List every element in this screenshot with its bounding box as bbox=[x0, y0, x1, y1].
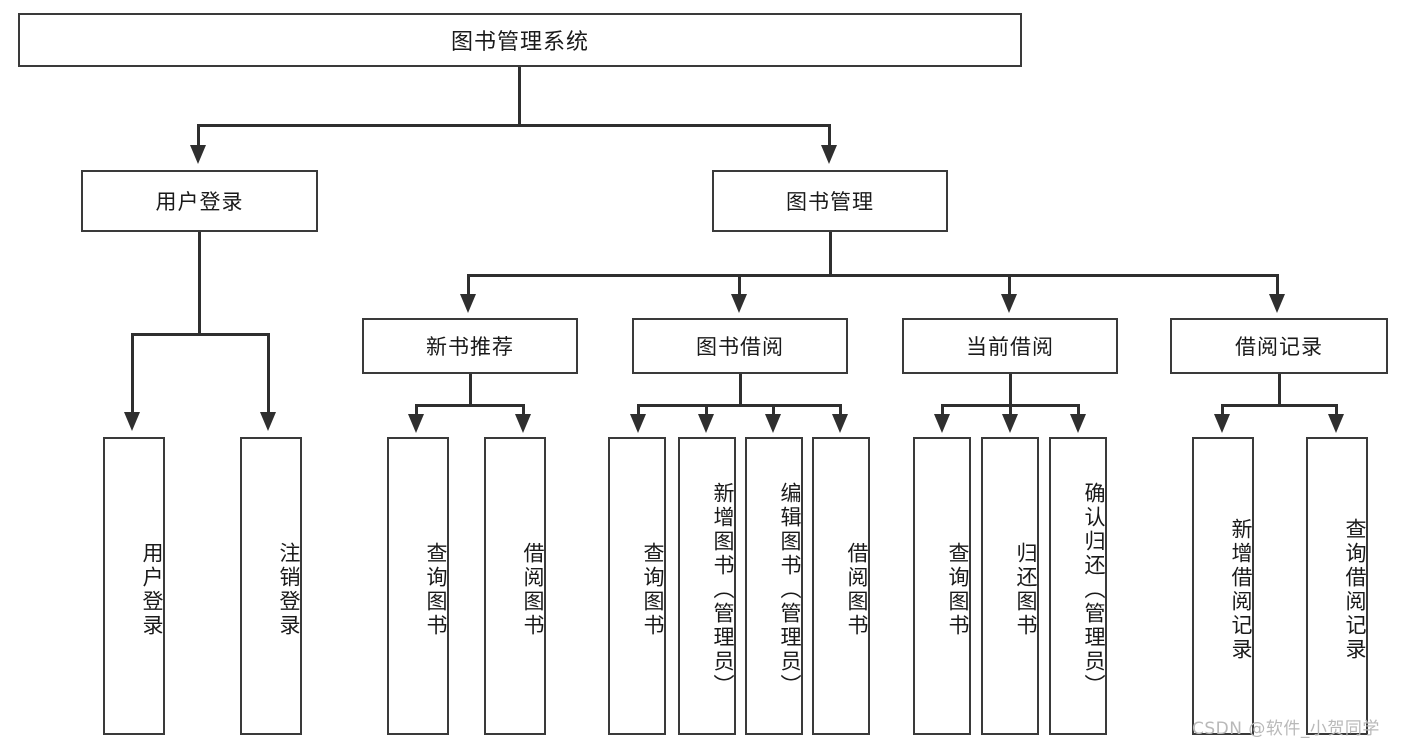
node-new-book-recommend[interactable]: 新书推荐 bbox=[362, 318, 578, 374]
leaf-query-book-2[interactable]: 查询图书 bbox=[608, 437, 666, 735]
node-borrow-record[interactable]: 借阅记录 bbox=[1170, 318, 1388, 374]
edge-cb-branch-1 bbox=[941, 404, 944, 416]
arrow-to-leaf-query-book-3 bbox=[934, 414, 950, 433]
edge-book-management-stem bbox=[829, 232, 832, 274]
node-current-borrow[interactable]: 当前借阅 bbox=[902, 318, 1118, 374]
edge-br-branch-2 bbox=[1335, 404, 1338, 416]
edge-br-stem bbox=[1278, 374, 1281, 404]
edge-bb-branch-1 bbox=[637, 404, 640, 416]
node-user-login[interactable]: 用户登录 bbox=[81, 170, 318, 232]
leaf-edit-book[interactable]: 编辑图书（管理员） bbox=[745, 437, 803, 735]
edge-user-login-branch-2 bbox=[267, 333, 270, 414]
arrow-to-leaf-add-book bbox=[698, 414, 714, 433]
edge-book-management-bus bbox=[467, 274, 1279, 277]
arrow-to-leaf-logout bbox=[260, 412, 276, 431]
node-label: 确认归还（管理员） bbox=[1082, 482, 1106, 698]
arrow-to-leaf-user-login bbox=[124, 412, 140, 431]
edge-user-login-stem bbox=[198, 232, 201, 333]
edge-cb-branch-2 bbox=[1009, 404, 1012, 416]
leaf-query-record[interactable]: 查询借阅记录 bbox=[1306, 437, 1368, 735]
edge-root-to-user-login bbox=[197, 124, 200, 147]
edge-bb-branch-2 bbox=[705, 404, 708, 416]
node-label: 新增借阅记录 bbox=[1229, 518, 1253, 662]
edge-nbr-branch-2 bbox=[522, 404, 525, 416]
leaf-return-book[interactable]: 归还图书 bbox=[981, 437, 1039, 735]
node-label: 查询图书 bbox=[946, 542, 970, 638]
edge-bm-branch-3 bbox=[1008, 274, 1011, 296]
node-label: 借阅记录 bbox=[1235, 335, 1323, 359]
edge-br-branch-1 bbox=[1221, 404, 1224, 416]
edge-user-login-bus bbox=[131, 333, 270, 336]
edge-bm-branch-2 bbox=[738, 274, 741, 296]
edge-cb-stem bbox=[1009, 374, 1012, 404]
csdn-watermark: CSDN @软件_小贺同学 bbox=[1192, 719, 1380, 739]
node-label: 借阅图书 bbox=[845, 542, 869, 638]
node-book-management[interactable]: 图书管理 bbox=[712, 170, 948, 232]
edge-bb-stem bbox=[739, 374, 742, 404]
edge-nbr-stem bbox=[469, 374, 472, 404]
leaf-add-record[interactable]: 新增借阅记录 bbox=[1192, 437, 1254, 735]
node-label: 查询图书 bbox=[424, 542, 448, 638]
arrow-to-leaf-query-record bbox=[1328, 414, 1344, 433]
node-label: 图书管理系统 bbox=[450, 30, 589, 55]
arrow-to-leaf-return-book bbox=[1002, 414, 1018, 433]
edge-bb-bus bbox=[637, 404, 842, 407]
arrow-to-leaf-query-book-1 bbox=[408, 414, 424, 433]
edge-root-to-book-management bbox=[828, 124, 831, 147]
node-label: 用户登录 bbox=[155, 190, 244, 214]
edge-nbr-bus bbox=[415, 404, 525, 407]
edge-bb-branch-3 bbox=[772, 404, 775, 416]
arrow-to-leaf-confirm-return bbox=[1070, 414, 1086, 433]
leaf-add-book[interactable]: 新增图书（管理员） bbox=[678, 437, 736, 735]
node-label: 图书借阅 bbox=[696, 335, 784, 359]
node-label: 注销登录 bbox=[277, 542, 301, 638]
node-label: 新书推荐 bbox=[426, 335, 514, 359]
leaf-logout[interactable]: 注销登录 bbox=[240, 437, 302, 735]
arrow-to-leaf-borrow-book-1 bbox=[515, 414, 531, 433]
arrow-to-leaf-borrow-book-2 bbox=[832, 414, 848, 433]
arrow-to-leaf-edit-book bbox=[765, 414, 781, 433]
leaf-borrow-book-2[interactable]: 借阅图书 bbox=[812, 437, 870, 735]
leaf-query-book-3[interactable]: 查询图书 bbox=[913, 437, 971, 735]
leaf-user-login[interactable]: 用户登录 bbox=[103, 437, 165, 735]
edge-user-login-branch-1 bbox=[131, 333, 134, 414]
arrow-to-book-management bbox=[821, 145, 837, 164]
edge-bb-branch-4 bbox=[839, 404, 842, 416]
node-label: 查询图书 bbox=[641, 542, 665, 638]
arrow-to-leaf-add-record bbox=[1214, 414, 1230, 433]
arrow-to-borrow-record bbox=[1269, 294, 1285, 313]
arrow-to-current-borrow bbox=[1001, 294, 1017, 313]
arrow-to-user-login bbox=[190, 145, 206, 164]
edge-bm-branch-1 bbox=[467, 274, 470, 296]
node-label: 借阅图书 bbox=[521, 542, 545, 638]
node-root-system[interactable]: 图书管理系统 bbox=[18, 13, 1022, 67]
edge-cb-branch-3 bbox=[1077, 404, 1080, 416]
edge-br-bus bbox=[1221, 404, 1338, 407]
node-label: 归还图书 bbox=[1014, 542, 1038, 638]
edge-root-stem bbox=[518, 67, 521, 124]
node-label: 新增图书（管理员） bbox=[711, 482, 735, 698]
node-label: 查询借阅记录 bbox=[1343, 518, 1367, 662]
leaf-borrow-book-1[interactable]: 借阅图书 bbox=[484, 437, 546, 735]
node-label: 编辑图书（管理员） bbox=[778, 482, 802, 698]
leaf-query-book-1[interactable]: 查询图书 bbox=[387, 437, 449, 735]
node-label: 当前借阅 bbox=[966, 335, 1054, 359]
arrow-to-leaf-query-book-2 bbox=[630, 414, 646, 433]
edge-bm-branch-4 bbox=[1276, 274, 1279, 296]
node-label: 图书管理 bbox=[786, 190, 874, 214]
edge-root-bus bbox=[197, 124, 831, 127]
leaf-confirm-return[interactable]: 确认归还（管理员） bbox=[1049, 437, 1107, 735]
arrow-to-book-borrow bbox=[731, 294, 747, 313]
node-book-borrow[interactable]: 图书借阅 bbox=[632, 318, 848, 374]
node-label: 用户登录 bbox=[140, 542, 164, 638]
arrow-to-new-book-recommend bbox=[460, 294, 476, 313]
edge-nbr-branch-1 bbox=[415, 404, 418, 416]
